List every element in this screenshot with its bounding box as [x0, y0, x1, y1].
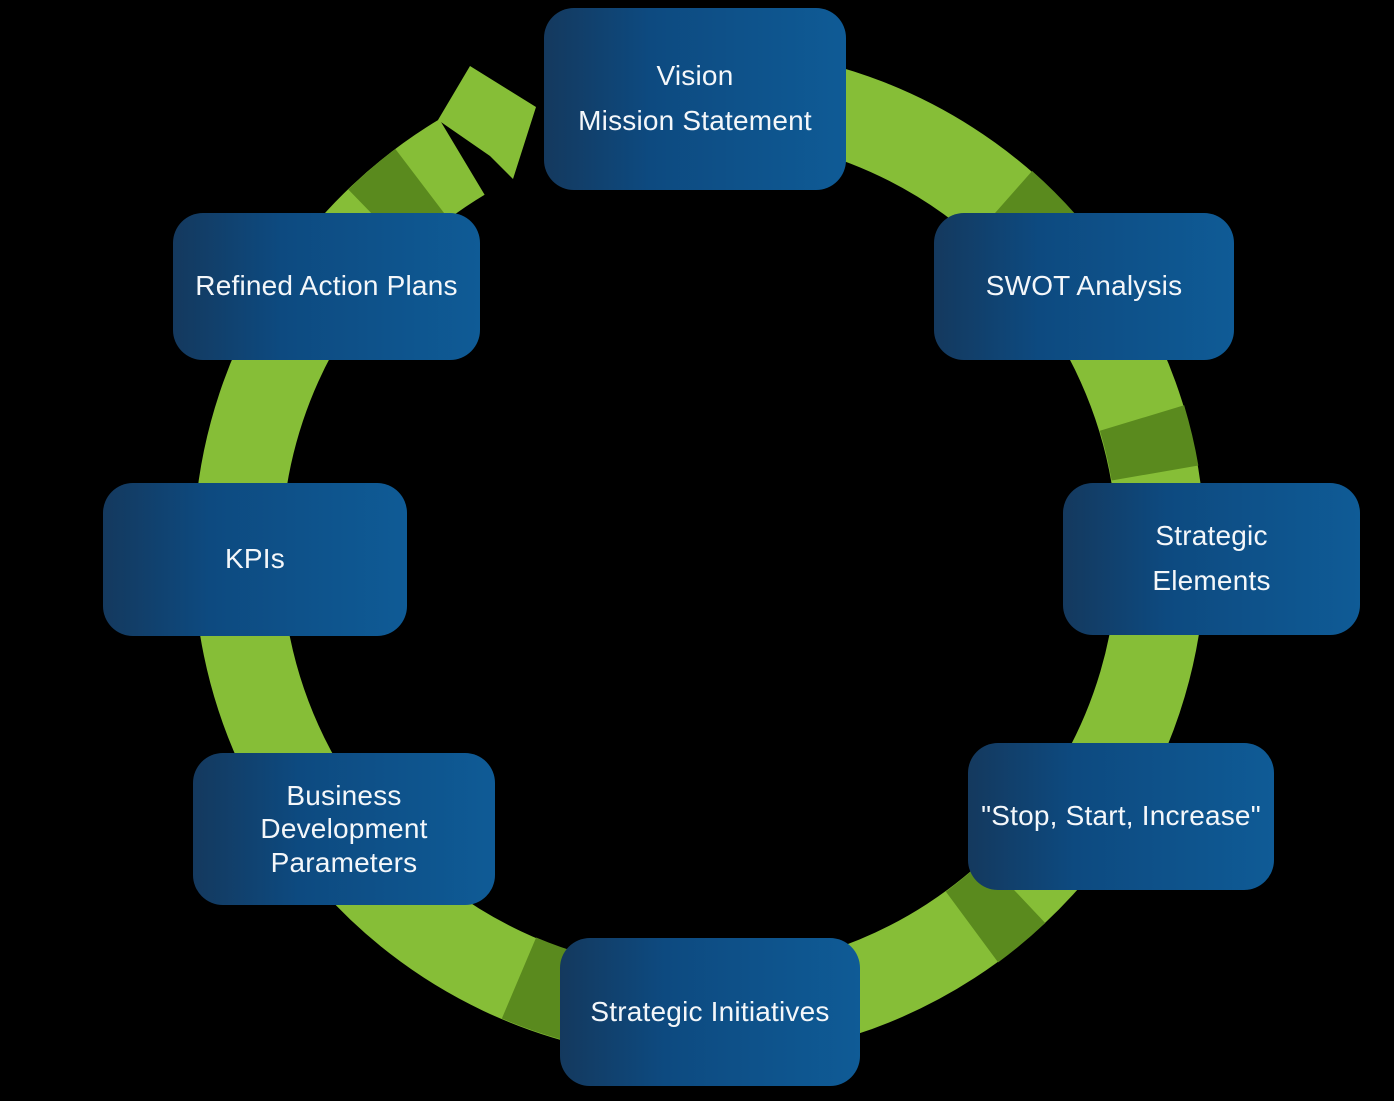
node-vision: Vision Mission Statement	[544, 8, 846, 190]
node-stop-start-increase: "Stop, Start, Increase"	[968, 743, 1274, 890]
node-label-line: Refined Action Plans	[195, 270, 458, 302]
node-strategic-initiatives: Strategic Initiatives	[560, 938, 860, 1086]
node-strategic-elements: Strategic Elements	[1063, 483, 1360, 635]
node-label-line: Mission Statement	[578, 105, 812, 136]
node-label-line: "Stop, Start, Increase"	[981, 800, 1261, 832]
node-label-line: Parameters	[270, 846, 418, 878]
node-swot-analysis: SWOT Analysis	[934, 213, 1234, 360]
node-kpis: KPIs	[103, 483, 407, 636]
band-shade-segment	[945, 858, 1046, 963]
node-label-line: KPIs	[225, 543, 285, 575]
node-refined-action-plans: Refined Action Plans	[173, 213, 480, 360]
node-label-line: Elements	[1152, 565, 1271, 596]
node-business-development-parameters: Business Development Parameters	[193, 753, 495, 905]
node-label-line: Vision	[656, 60, 734, 92]
node-label-line: SWOT Analysis	[985, 270, 1183, 302]
band-shade-segment	[1099, 405, 1199, 482]
cycle-arrowhead-icon	[438, 66, 536, 179]
node-label-line: Business	[286, 779, 402, 811]
node-label-line: Strategic	[1155, 520, 1268, 552]
node-label-line: Strategic Initiatives	[590, 995, 830, 1027]
node-label-line: Development	[260, 813, 428, 845]
